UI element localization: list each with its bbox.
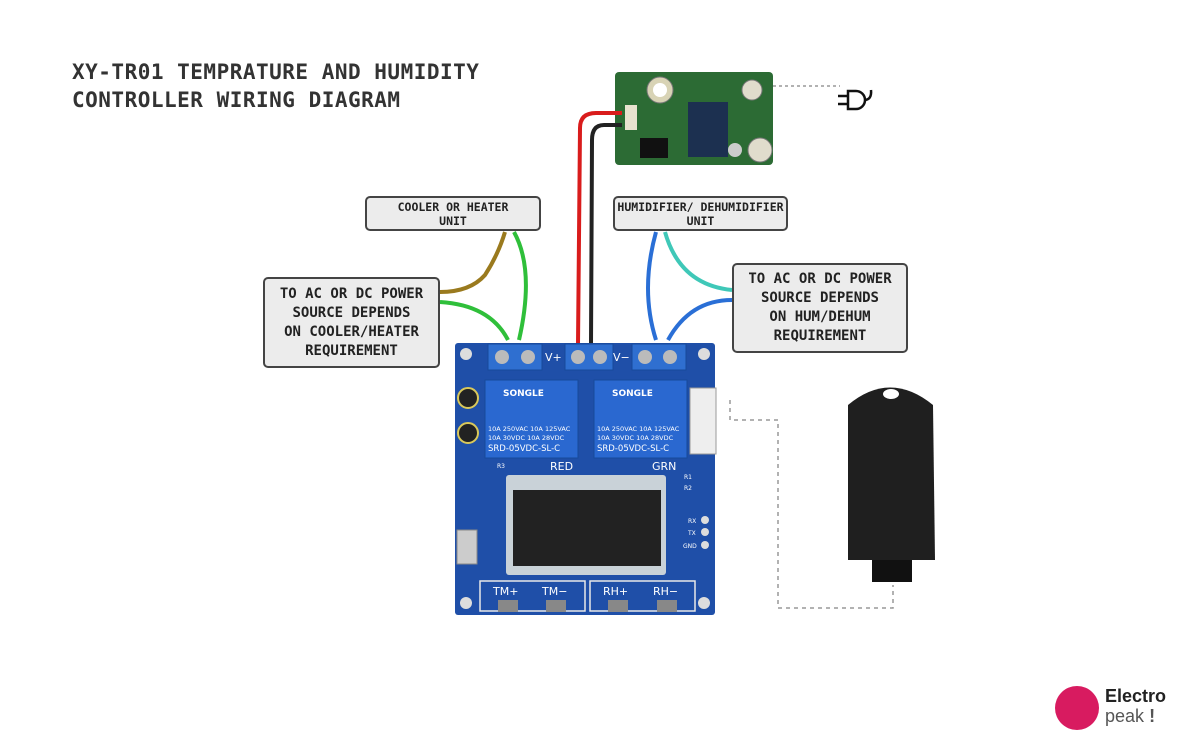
right-power-source-label: TO AC OR DC POWER SOURCE DEPENDS ON HUM/… — [732, 263, 908, 353]
pin-tx: TX — [687, 530, 696, 537]
black-wire — [589, 123, 622, 346]
electropeak-logo: Electro peak ! — [1055, 684, 1185, 734]
relay1-brand: SONGLE — [503, 389, 544, 399]
left-power-line-2: SOURCE DEPENDS — [292, 304, 411, 321]
cooler-heater-unit-label: COOLER OR HEATER UNIT — [365, 196, 541, 231]
led-grn-label: GRN — [652, 460, 676, 473]
left-power-line-1: TO AC OR DC POWER — [279, 285, 424, 302]
relay1-rating1: 10A 250VAC 10A 125VAC — [488, 425, 571, 433]
cyan-wire — [663, 231, 733, 292]
relay1-model: SRD-05VDC-SL-C — [488, 444, 560, 454]
title-line-1: XY-TR01 TEMPRATURE AND HUMIDITY — [72, 60, 480, 84]
plug-icon — [838, 89, 873, 111]
left-power-source-label: TO AC OR DC POWER SOURCE DEPENDS ON COOL… — [263, 277, 440, 368]
right-power-line-4: REQUIREMENT — [773, 328, 867, 344]
pin-gnd: GND — [683, 543, 697, 550]
title-line-2: CONTROLLER WIRING DIAGRAM — [72, 88, 401, 112]
led-red-label: RED — [550, 460, 573, 473]
temperature-humidity-sensor — [848, 387, 935, 582]
blue-wire-1 — [646, 231, 658, 341]
green-wire-1 — [439, 300, 510, 341]
left-power-line-4: REQUIREMENT — [305, 342, 398, 359]
button-tm-plus-label: TM+ — [492, 585, 518, 598]
logo-exclamation: ! — [1149, 706, 1156, 726]
cooler-label-line-1: COOLER OR HEATER — [397, 199, 509, 214]
terminal-v-minus: V− — [613, 351, 630, 364]
humidifier-label-line-2: UNIT — [686, 213, 715, 228]
button-tm-minus-label: TM− — [541, 585, 567, 598]
logo-mark-icon — [1055, 686, 1099, 730]
cooler-label-line-2: UNIT — [439, 213, 467, 228]
power-supply-module — [615, 72, 773, 165]
relay1-rating2: 10A 30VDC 10A 28VDC — [488, 434, 565, 442]
relay2-rating2: 10A 30VDC 10A 28VDC — [597, 434, 674, 442]
right-power-line-1: TO AC OR DC POWER — [748, 271, 892, 287]
red-wire — [576, 111, 622, 346]
terminal-v-plus: V+ — [545, 351, 562, 364]
tm-minus-button — [546, 600, 566, 612]
right-power-line-2: SOURCE DEPENDS — [760, 290, 879, 306]
controller-board — [455, 343, 717, 615]
left-power-line-3: ON COOLER/HEATER — [284, 323, 419, 340]
button-rh-minus-label: RH− — [653, 585, 678, 598]
diagram-title: XY-TR01 TEMPRATURE AND HUMIDITY CONTROLL… — [72, 58, 479, 114]
blue-wire-2 — [666, 298, 733, 341]
tm-plus-button — [498, 600, 518, 612]
humidifier-label-line-1: HUMIDIFIER/ DEHUMIDIFIER — [617, 199, 784, 214]
rh-plus-button — [608, 600, 628, 612]
resistor-r3: R3 — [497, 463, 505, 470]
logo-line-1: Electro — [1105, 686, 1167, 706]
button-rh-plus-label: RH+ — [603, 585, 628, 598]
pin-rx: RX — [688, 518, 696, 525]
relay2-brand: SONGLE — [612, 389, 653, 399]
resistor-r1: R1 — [684, 474, 692, 481]
brown-wire — [439, 231, 507, 294]
resistor-r2: R2 — [684, 485, 692, 492]
relay2-rating1: 10A 250VAC 10A 125VAC — [597, 425, 680, 433]
humidifier-unit-label: HUMIDIFIER/ DEHUMIDIFIER UNIT — [613, 196, 788, 231]
rh-minus-button — [657, 600, 677, 612]
logo-line-2: peak — [1105, 706, 1145, 726]
green-wire-2 — [512, 231, 528, 341]
right-power-line-3: ON HUM/DEHUM — [769, 309, 871, 325]
relay2-model: SRD-05VDC-SL-C — [597, 444, 669, 454]
